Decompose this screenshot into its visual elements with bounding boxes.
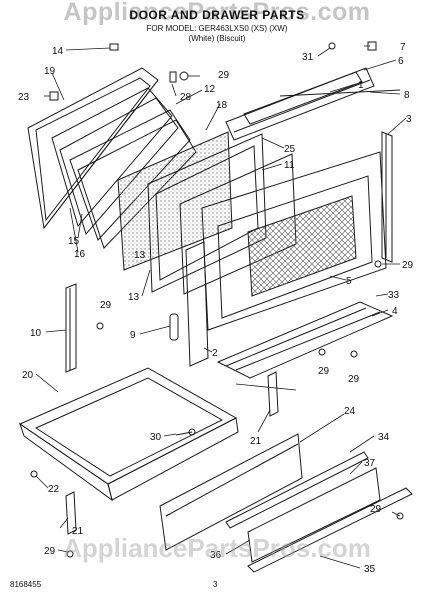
drawer-body — [18, 367, 239, 502]
drawer-glide-rail — [267, 371, 279, 417]
screw-22 — [30, 470, 38, 478]
callout-8: 8 — [404, 90, 410, 101]
hinge-clip-28 — [169, 71, 177, 83]
screw-29f — [66, 550, 74, 558]
callout-22: 22 — [48, 484, 60, 495]
callout-25: 25 — [284, 144, 296, 155]
callout-18: 18 — [216, 100, 228, 111]
hinge-channel-right — [381, 131, 393, 263]
leader-lines — [35, 45, 407, 569]
callout-15: 15 — [68, 236, 80, 247]
callout-14: 14 — [52, 46, 64, 57]
callout-12: 12 — [204, 84, 216, 95]
vent-bracket — [216, 301, 394, 379]
door-top-trim — [225, 67, 401, 141]
screw-30 — [188, 428, 196, 436]
callout-13: 13 — [128, 292, 140, 303]
callout-3: 3 — [406, 114, 412, 125]
callout-29-left: 29 — [100, 300, 112, 311]
callout-4: 4 — [392, 306, 398, 317]
drawer-lower-trim — [247, 487, 413, 573]
callout-1: 1 — [358, 80, 364, 91]
watermark-top: AppliancePartsPros.com — [63, 0, 371, 26]
callout-24: 24 — [344, 406, 356, 417]
callout-29-right: 29 — [402, 260, 414, 271]
callout-23: 23 — [18, 92, 30, 103]
callout-35: 35 — [364, 564, 376, 575]
callout-28: 28 — [180, 92, 192, 103]
callout-9: 9 — [130, 330, 136, 341]
callout-34: 34 — [378, 432, 390, 443]
screw-29d — [318, 348, 326, 356]
callout-31: 31 — [302, 52, 314, 63]
screw-29a — [96, 322, 104, 330]
screw-31 — [328, 42, 336, 50]
callout-33: 33 — [388, 290, 400, 301]
bracket-23 — [49, 91, 59, 101]
callout-36: 36 — [210, 550, 222, 561]
callout-37: 37 — [364, 458, 376, 469]
drawer-bottom-panel — [247, 467, 381, 563]
document-code: 8168455 — [10, 580, 42, 589]
model-subtitle: FOR MODEL: GER463LXS0 (XS) (XW) — [146, 24, 288, 33]
callout-10: 10 — [30, 328, 42, 339]
callout-6: 6 — [398, 56, 404, 67]
page-number: 3 — [213, 580, 218, 589]
callout-labels-extra: 29 29 29 29 21 29 29 13 — [44, 250, 414, 557]
drawer-trim-strip — [225, 451, 369, 529]
screw-29g — [396, 512, 404, 520]
screw-29e — [350, 350, 358, 358]
door-side-strip — [185, 241, 209, 367]
door-handle — [169, 313, 179, 341]
callout-13-b: 13 — [134, 250, 146, 261]
callout-29-bracket-a: 29 — [318, 366, 330, 377]
callout-11: 11 — [284, 160, 295, 171]
drawer-glide-rail-lower — [65, 491, 77, 535]
page-title: DOOR AND DRAWER PARTS — [129, 8, 305, 22]
callout-29-bracket-b: 29 — [348, 374, 360, 385]
screw-29c — [374, 260, 382, 268]
watermark-bottom: AppliancePartsPros.com — [63, 533, 371, 563]
screw-29b — [179, 71, 189, 81]
callout-2: 2 — [212, 348, 218, 359]
callout-29: 29 — [218, 70, 230, 81]
hinge-channel-left — [65, 283, 77, 373]
color-variants: (White) (Biscuit) — [188, 34, 246, 43]
callout-7: 7 — [400, 42, 406, 53]
callout-labels: 14 19 29 23 28 12 18 16 15 25 11 13 10 9… — [18, 42, 412, 575]
clip-14 — [109, 43, 119, 51]
callout-29-lower: 29 — [44, 546, 56, 557]
callout-30: 30 — [150, 432, 162, 443]
drawer-front — [159, 433, 303, 551]
callout-16: 16 — [74, 249, 86, 260]
callout-20: 20 — [22, 370, 34, 381]
door-outer-frame — [27, 67, 159, 230]
callout-21: 21 — [250, 436, 262, 447]
callout-21-lower: 21 — [72, 526, 84, 537]
callout-5: 5 — [346, 276, 352, 287]
callout-29-trim: 29 — [370, 504, 382, 515]
callout-19: 19 — [44, 66, 56, 77]
